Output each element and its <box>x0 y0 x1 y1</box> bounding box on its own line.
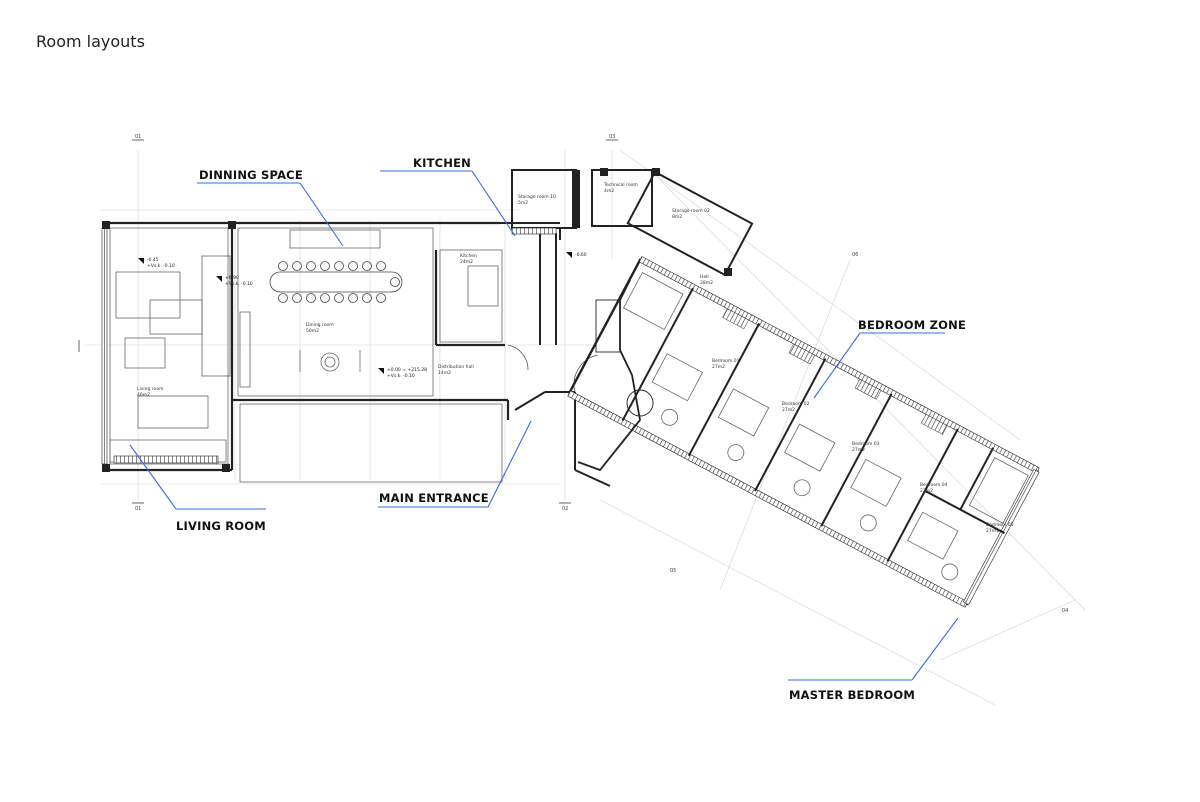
room-label: Living room <box>137 386 163 392</box>
room-label: Storage room 02 <box>672 208 710 214</box>
room-label: Bedroom 03 <box>852 441 880 447</box>
bedroom-wing <box>567 256 1040 608</box>
grid-marker: 02 <box>562 506 568 512</box>
room-label: Storage room 10 <box>518 194 556 200</box>
room-label: Kitchen <box>460 253 477 259</box>
room-label: Bedroom 01 <box>712 358 740 364</box>
room-area: 28m2 <box>700 280 713 286</box>
room-area: 24m2 <box>460 259 473 265</box>
page-title: Room layouts <box>36 32 145 51</box>
room-area: 27m2 <box>712 364 725 370</box>
room-area: 46m2 <box>137 392 150 398</box>
grid-marker: 01 <box>135 506 141 512</box>
callout-dining-space: DINNING SPACE <box>199 168 303 182</box>
level-mark: -0.45 <box>147 257 159 263</box>
callout-master-bedroom: MASTER BEDROOM <box>789 688 916 702</box>
grid-marker: 03 <box>609 134 615 140</box>
level-mark: +Vs.k. -0.10 <box>225 281 253 287</box>
grid-marker: 01 <box>135 134 141 140</box>
construction-grid <box>85 149 1086 706</box>
room-area: 27m2 <box>852 447 865 453</box>
callout-leaders <box>129 170 959 681</box>
room-label: Technical room <box>603 182 638 188</box>
callout-living-room: LIVING ROOM <box>176 519 266 533</box>
callout-bedroom-zone: BEDROOM ZONE <box>858 318 967 332</box>
callout-main-entrance: MAIN ENTRANCE <box>379 491 489 505</box>
room-area: 14m2 <box>438 370 451 376</box>
room-label: Hall <box>700 274 709 280</box>
corridor-walls <box>500 222 611 487</box>
room-area: 50m2 <box>306 328 319 334</box>
callout-kitchen: KITCHEN <box>413 156 471 170</box>
grid-markers: 01 01 02 03 04 05 06 <box>78 134 1068 614</box>
grid-marker: 04 <box>1062 608 1068 614</box>
grid-marker: 06 <box>852 252 858 258</box>
room-label: Bedroom 04 <box>920 482 948 488</box>
room-area: 5m2 <box>518 200 528 206</box>
level-mark: -0.60 <box>575 252 587 258</box>
grid-marker: 05 <box>670 568 676 574</box>
room-label: Distribution hall <box>438 364 474 370</box>
dining-table <box>269 261 403 303</box>
room-area: 27m2 <box>782 407 795 413</box>
room-label: Bedroom 02 <box>782 401 810 407</box>
level-mark: +0.90 <box>225 275 239 281</box>
level-mark: +Vs.k. -0.10 <box>387 373 415 379</box>
room-label: Dining room <box>306 322 334 328</box>
room-label: Bedroom 05 <box>986 522 1014 528</box>
level-mark: +0.00 = +215.28 <box>387 367 427 373</box>
room-area: 8m2 <box>672 214 682 220</box>
room-area: 27m2 <box>920 488 933 494</box>
room-area: 27m2 <box>986 528 999 534</box>
room-area: 4m2 <box>604 188 614 194</box>
level-mark: +Vs.k. -0.10 <box>147 263 175 269</box>
